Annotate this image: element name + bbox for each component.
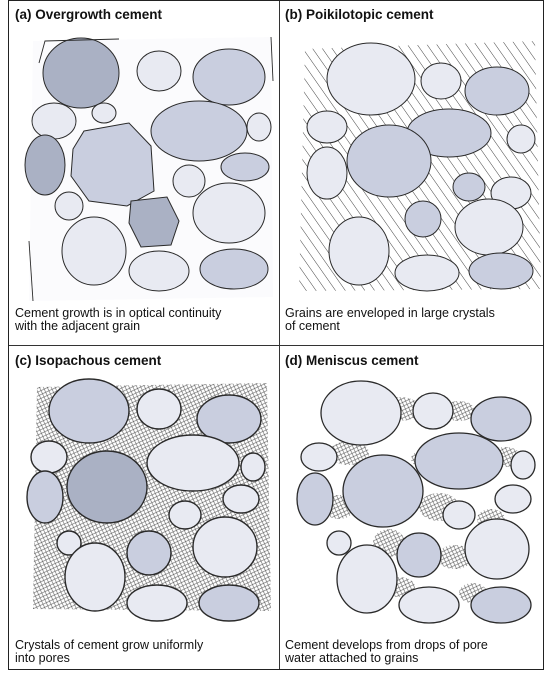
meniscus-diagram <box>279 347 545 637</box>
panel-isopachous: (c) Isopachous cement <box>9 347 277 689</box>
panel-caption: Cement growth is in optical continuity w… <box>15 307 271 333</box>
caption-line: water attached to grains <box>285 652 541 665</box>
poikilotopic-diagram <box>279 1 545 301</box>
panel-meniscus: (d) Meniscus cement <box>279 347 546 689</box>
cement-types-figure: (a) Overgrowth cement <box>8 0 544 670</box>
panel-caption: Cement develops from drops of pore water… <box>285 639 541 665</box>
panel-caption: Crystals of cement grow uniformly into p… <box>15 639 271 665</box>
isopachous-diagram <box>9 347 277 637</box>
overgrowth-diagram <box>9 1 277 301</box>
caption-line: into pores <box>15 652 271 665</box>
panel-overgrowth: (a) Overgrowth cement <box>9 1 277 343</box>
caption-line: of cement <box>285 320 541 333</box>
caption-line: with the adjacent grain <box>15 320 271 333</box>
panel-poikilotopic: (b) Poikilotopic cement <box>279 1 546 343</box>
horizontal-divider <box>9 345 543 346</box>
panel-caption: Grains are enveloped in large crystals o… <box>285 307 541 333</box>
